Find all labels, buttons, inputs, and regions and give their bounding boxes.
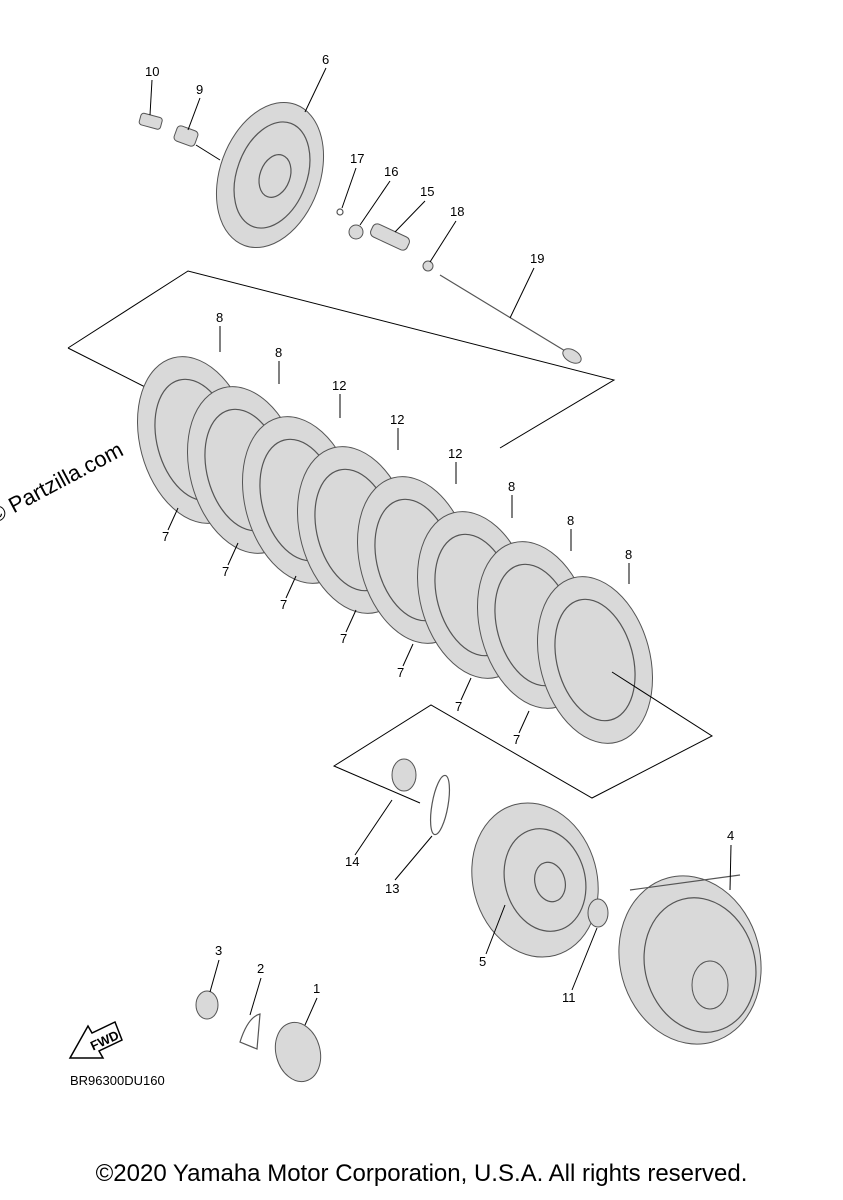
callout-7f: 7 (455, 699, 462, 714)
callout-7c: 7 (280, 597, 287, 612)
callout-10: 10 (145, 64, 159, 79)
spring-9 (173, 125, 221, 161)
group-box-bottom (332, 671, 713, 804)
copyright-notice: ©2020 Yamaha Motor Corporation, U.S.A. A… (95, 1160, 748, 1187)
bolt-10 (138, 112, 163, 130)
callouts: 10 9 6 17 16 15 18 19 8 8 12 12 12 8 8 8… (145, 52, 734, 1026)
plate-2 (239, 1013, 261, 1050)
clutch-boss-5 (471, 802, 599, 958)
push-rod-19 (439, 274, 582, 364)
callout-3: 3 (215, 943, 222, 958)
callout-8c: 8 (508, 479, 515, 494)
callout-5: 5 (479, 954, 486, 969)
gear-1 (274, 1021, 322, 1083)
callout-7a: 7 (162, 529, 169, 544)
callout-2: 2 (257, 961, 264, 976)
fwd-arrow-icon: FWD (68, 1020, 123, 1059)
callout-7g: 7 (513, 732, 520, 747)
callout-12c: 12 (448, 446, 462, 461)
callout-11: 11 (562, 990, 576, 1005)
callout-14: 14 (345, 854, 359, 869)
callout-9: 9 (196, 82, 203, 97)
callout-7e: 7 (397, 665, 404, 680)
nut-3 (195, 990, 219, 1020)
group-box-top (67, 270, 616, 449)
callout-18: 18 (450, 204, 464, 219)
callout-8a: 8 (216, 310, 223, 325)
callout-16: 16 (384, 164, 398, 179)
clutch-plate-stack (136, 356, 654, 744)
washer-14 (391, 758, 417, 792)
washer-16 (348, 224, 364, 240)
callout-13: 13 (385, 881, 399, 896)
callout-7d: 7 (340, 631, 347, 646)
callout-4: 4 (727, 828, 734, 843)
callout-17: 17 (350, 151, 364, 166)
callout-1: 1 (313, 981, 320, 996)
push-lever-15 (370, 223, 410, 251)
callout-8e: 8 (625, 547, 632, 562)
callout-7b: 7 (222, 564, 229, 579)
drawing-code: BR96300DU160 (70, 1073, 165, 1088)
callout-6: 6 (322, 52, 329, 67)
callout-19: 19 (530, 251, 544, 266)
ball-18 (422, 260, 434, 272)
clutch-housing-4 (618, 874, 762, 1045)
callout-8b: 8 (275, 345, 282, 360)
washer-11 (587, 898, 609, 928)
callout-15: 15 (420, 184, 434, 199)
pressure-plate-6 (215, 101, 325, 249)
fwd-label: FWD (88, 1027, 121, 1053)
callout-12a: 12 (332, 378, 346, 393)
callout-8d: 8 (567, 513, 574, 528)
callout-12b: 12 (390, 412, 404, 427)
lock-washer-13 (429, 774, 451, 836)
ball-17 (336, 208, 344, 216)
